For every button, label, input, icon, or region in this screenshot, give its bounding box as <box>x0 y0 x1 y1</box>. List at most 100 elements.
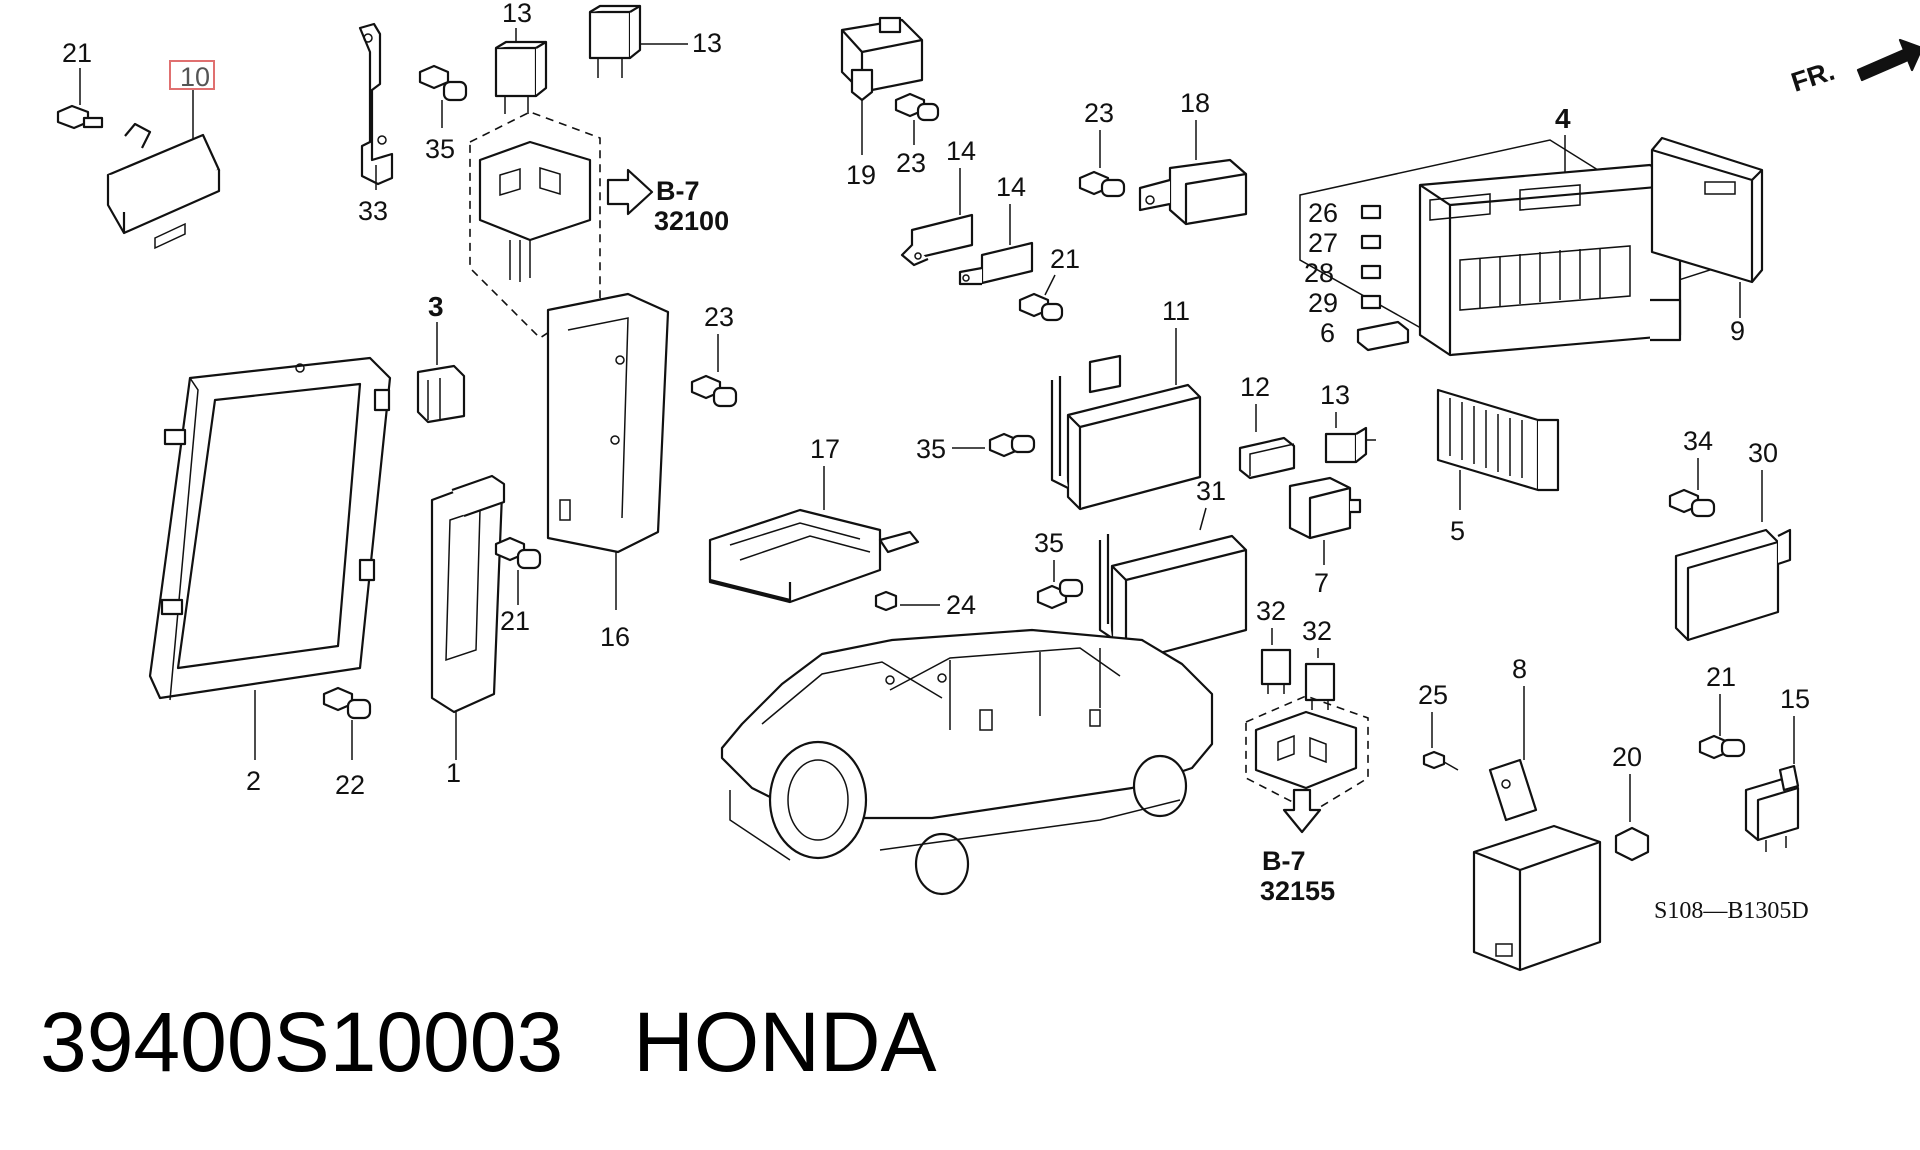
part-12-connector: 12 <box>1238 372 1296 480</box>
part-32-relay-b: 32 <box>1302 616 1336 710</box>
callout-13: 13 <box>692 28 722 58</box>
callout-35: 35 <box>916 434 946 464</box>
part-21-bolt-d: 21 <box>1698 662 1746 760</box>
callout-11: 11 <box>1162 296 1190 326</box>
part-19-relay: 19 <box>840 16 924 190</box>
part-30-unit: 30 <box>1674 438 1792 642</box>
callout-29: 29 <box>1308 288 1338 318</box>
vehicle-outline <box>720 628 1214 896</box>
callout-32: 32 <box>1302 616 1332 646</box>
diagram-code-label: S108—B1305D <box>1654 898 1809 924</box>
part-23-bolt-a: 23 <box>894 92 940 178</box>
callout-32: 32 <box>1256 596 1286 626</box>
part-15-relay: 15 <box>1744 684 1810 852</box>
part-25-screw: 25 <box>1418 680 1459 771</box>
part-32-relay-a: 32 <box>1256 596 1292 694</box>
part-13-relay-b: 13 <box>588 4 722 78</box>
callout-18: 18 <box>1180 88 1210 118</box>
callout-35: 35 <box>1034 528 1064 558</box>
fuse-grid <box>1459 245 1631 311</box>
part-5-cover: 5 <box>1436 388 1560 546</box>
callout-21: 21 <box>1706 662 1736 692</box>
callout-8: 8 <box>1512 654 1527 684</box>
callout-14: 14 <box>946 136 976 166</box>
callout-23: 23 <box>704 302 734 332</box>
part-9-module: 9 <box>1650 136 1764 346</box>
part-17-unit: 17 <box>708 434 920 604</box>
highlight-box <box>169 60 215 90</box>
callout-15: 15 <box>1780 684 1810 714</box>
reference-number-a: 32100 <box>654 206 729 236</box>
callout-2: 2 <box>246 766 261 796</box>
part-21-bolt-b: 21 <box>1018 244 1080 322</box>
callout-21: 21 <box>62 38 92 68</box>
part-23-bolt-b: 23 <box>1078 98 1126 198</box>
part-18-relay: 18 <box>1138 88 1248 226</box>
callout-27: 27 <box>1308 228 1338 258</box>
part-16-long-bracket: 16 <box>546 292 670 652</box>
part-4-fuse-box: 4 <box>1299 103 1711 357</box>
part-2-bracket-frame: 2 <box>148 356 392 796</box>
callout-25: 25 <box>1418 680 1448 710</box>
callout-28: 28 <box>1304 258 1334 288</box>
part-35-bolt-c: 35 <box>1034 528 1084 610</box>
callout-16: 16 <box>600 622 630 652</box>
part-7-relay: 7 <box>1288 476 1362 598</box>
part-24-clip: 24 <box>874 590 976 620</box>
part-22-bolt: 22 <box>322 686 372 800</box>
callout-22: 22 <box>335 770 365 800</box>
part-13-relay-c: 13 <box>1320 380 1376 464</box>
front-label: FR. <box>1788 56 1839 98</box>
callout-26: 26 <box>1308 198 1338 228</box>
callout-34: 34 <box>1683 426 1713 456</box>
callout-6: 6 <box>1320 318 1335 348</box>
reference-page-a: B-7 <box>656 176 700 206</box>
callout-23: 23 <box>896 148 926 178</box>
reference-number-b: 32155 <box>1260 876 1335 906</box>
callout-21: 21 <box>1050 244 1080 274</box>
relay-socket-ref-a: B-7 32100 <box>469 111 729 340</box>
part-35-bolt-top: 35 <box>418 64 468 164</box>
diagram-code: S108—B1305D <box>1654 898 1809 924</box>
callout-13: 13 <box>502 0 532 28</box>
callout-10: 10 <box>180 62 210 92</box>
part-35-bolt-b: 35 <box>916 432 1036 464</box>
callout-7: 7 <box>1314 568 1329 598</box>
part-34-bolt: 34 <box>1668 426 1716 518</box>
fuse-items-26-29: 26 27 28 29 6 <box>1304 198 1410 352</box>
part-11-unit: 11 <box>1050 296 1202 511</box>
callout-5: 5 <box>1450 516 1465 546</box>
callout-20: 20 <box>1612 742 1642 772</box>
callout-19: 19 <box>846 160 876 190</box>
callout-12: 12 <box>1240 372 1270 402</box>
part-23-bolt-c: 23 <box>690 302 738 408</box>
relay-socket-ref-b: B-7 32155 <box>1245 695 1369 906</box>
part-number: 39400S10003 <box>40 995 564 1089</box>
brand-name: HONDA <box>633 995 937 1089</box>
part-14-connector-a: 14 <box>900 136 976 267</box>
callout-14: 14 <box>996 172 1026 202</box>
callout-31: 31 <box>1196 476 1226 506</box>
callout-23: 23 <box>1084 98 1114 128</box>
reference-page-b: B-7 <box>1262 846 1306 876</box>
callout-17: 17 <box>810 434 840 464</box>
part-caption: 39400S10003 HONDA <box>40 1000 937 1084</box>
callout-33: 33 <box>358 196 388 226</box>
part-3-connector: 3 <box>416 291 466 424</box>
part-10-control-unit: 10 <box>106 60 221 250</box>
part-13-relay-a: 13 <box>494 0 548 114</box>
callout-24: 24 <box>946 590 976 620</box>
part-20-clip: 20 <box>1612 742 1650 862</box>
callout-30: 30 <box>1748 438 1778 468</box>
part-33-bracket: 33 <box>358 22 394 226</box>
callout-13: 13 <box>1320 380 1350 410</box>
callout-9: 9 <box>1730 316 1745 346</box>
callout-35: 35 <box>425 134 455 164</box>
part-21-bolt-top-left: 21 <box>56 38 104 130</box>
part-14-connector-b: 14 <box>958 172 1034 286</box>
part-1-bracket: 1 <box>430 474 506 788</box>
callout-21: 21 <box>500 606 530 636</box>
part-8-unit: 8 <box>1472 654 1602 972</box>
callout-3: 3 <box>428 291 444 322</box>
